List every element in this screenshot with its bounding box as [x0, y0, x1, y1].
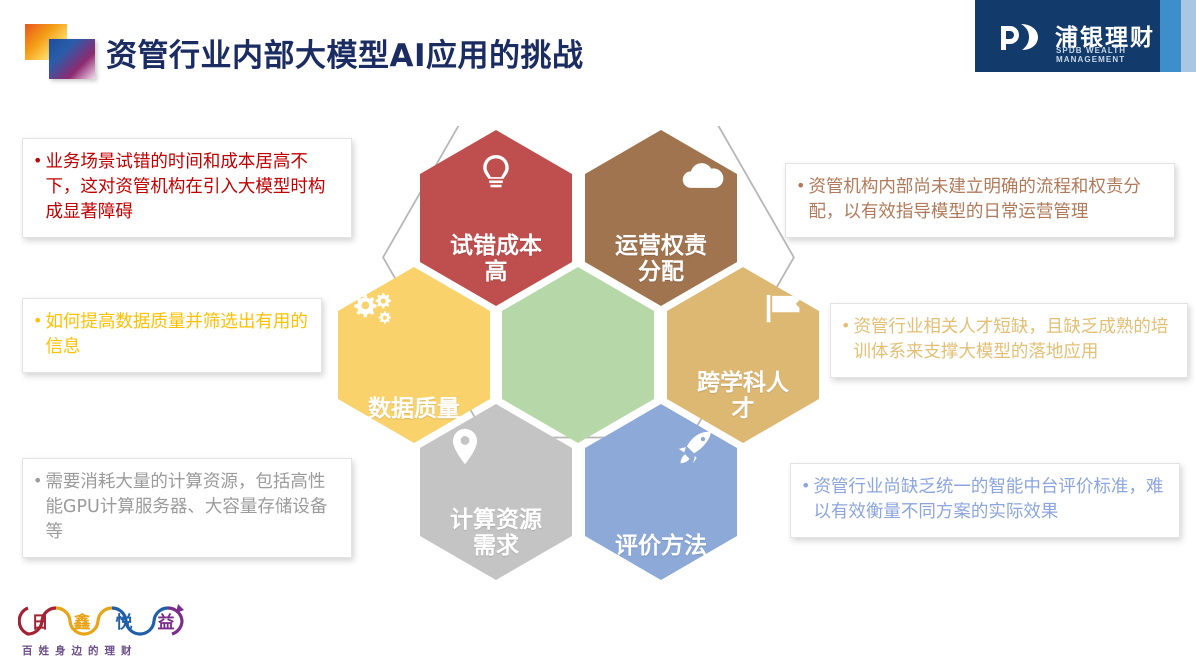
callout-text: 资管机构内部尚未建立明确的流程和权责分配，以有效指导模型的日常运营管理	[808, 177, 1141, 222]
pin-icon	[442, 426, 488, 466]
corp-logo-name-cn: 浦银理财	[1055, 25, 1155, 51]
callout-evaluation: • 资管行业尚缺乏统一的智能中台评价标准，难以有效衡量不同方案的实际效果	[790, 463, 1180, 538]
bullet-dot: •	[33, 471, 43, 490]
footer-logo: 日 鑫 悦 益	[17, 596, 198, 658]
footer-logo-char-2: 悦	[116, 612, 133, 633]
rocket-icon	[671, 428, 717, 468]
page-title: 资管行业内部大模型AI应用的挑战	[106, 38, 584, 74]
footer-logo-char-1: 鑫	[73, 612, 91, 633]
bullet-dot: •	[801, 476, 811, 495]
callout-cost: • 业务场景试错的时间和成本居高不下，这对资管机构在引入大模型时构成显著障碍	[22, 138, 352, 238]
logo-band-stripe-medium	[1160, 0, 1181, 72]
corporate-logo-band: 浦银理财 SPDB WEALTH MANAGEMENT	[975, 0, 1196, 72]
gradient-squares-logo	[25, 24, 95, 79]
callout-text: 资管行业相关人才短缺，且缺乏成熟的培训体系来支撑大模型的落地应用	[853, 317, 1169, 362]
hexagon-label: 数据质量	[368, 396, 460, 423]
hexagon-label: 计算资源需求	[450, 506, 542, 560]
hexagon-label: 试错成本高	[450, 232, 542, 286]
hexagon-label: 跨学科人才	[697, 369, 789, 423]
footer-logo-char-0: 日	[32, 613, 49, 633]
callout-text: 需要消耗大量的计算资源，包括高性能GPU计算服务器、大容量存储设备等	[45, 472, 328, 542]
hexagon-label: 运营权责分配	[615, 232, 707, 286]
hexagon-diagram: 试错成本高 运营权责分配 数据质量	[338, 126, 828, 580]
bullet-dot: •	[33, 151, 43, 170]
header-bar: 资管行业内部大模型AI应用的挑战 浦银理财 SPDB WEALTH MANAGE…	[0, 0, 1196, 90]
logo-band-stripe-light	[1181, 0, 1196, 72]
corp-logo-name-en: SPDB WEALTH MANAGEMENT	[1056, 46, 1127, 64]
cloud-icon	[679, 156, 725, 196]
bullet-dot: •	[33, 311, 43, 330]
callout-talent: • 资管行业相关人才短缺，且缺乏成熟的培训体系来支撑大模型的落地应用	[830, 303, 1188, 378]
bullet-dot: •	[841, 316, 851, 335]
footer-logo-char-3: 益	[158, 612, 175, 633]
gears-icon	[352, 289, 398, 329]
lightbulb-icon	[473, 152, 519, 192]
callout-data-quality: • 如何提高数据质量并筛选出有用的信息	[22, 298, 322, 373]
logo-square-blue	[49, 39, 95, 79]
hexagon-label: 评价方法	[615, 533, 707, 560]
spdb-monogram-icon	[999, 22, 1045, 52]
bullet-dot: •	[796, 176, 806, 195]
callout-operations: • 资管机构内部尚未建立明确的流程和权责分配，以有效指导模型的日常运营管理	[785, 163, 1175, 238]
callout-text: 如何提高数据质量并筛选出有用的信息	[45, 312, 308, 357]
hexagon-data-quality[interactable]: 数据质量	[338, 267, 490, 443]
footer-tagline: 百姓身边的理财	[22, 645, 138, 657]
callout-text: 业务场景试错的时间和成本居高不下，这对资管机构在引入大模型时构成显著障碍	[45, 152, 326, 222]
callout-text: 资管行业尚缺乏统一的智能中台评价标准，难以有效衡量不同方案的实际效果	[813, 477, 1164, 522]
flag-icon	[761, 289, 807, 329]
callout-compute-resource: • 需要消耗大量的计算资源，包括高性能GPU计算服务器、大容量存储设备等	[22, 458, 352, 558]
